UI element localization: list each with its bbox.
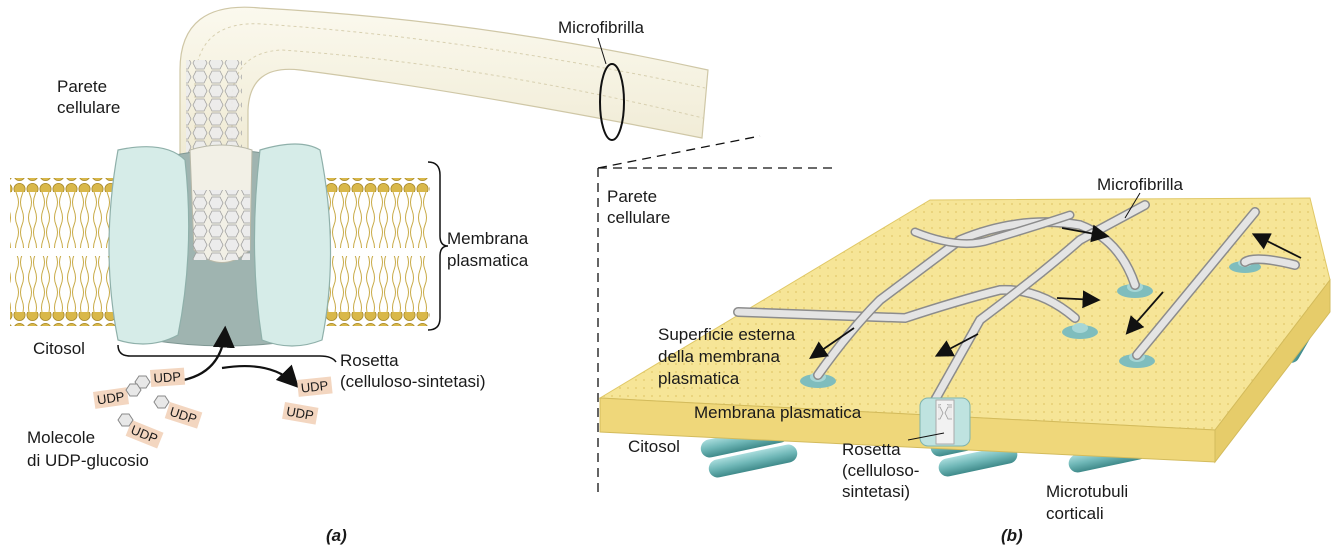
label-parete-b: Parete [607,187,657,206]
label-rosetta-a: Rosetta [340,351,399,370]
svg-text:UDP: UDP [153,369,181,386]
udp-release-arrow-icon [221,364,300,389]
label-rosetta-b: Rosetta [842,440,901,459]
label-rosetta-sub1-b: (celluloso- [842,461,919,480]
label-cellulare-b: cellulare [607,208,670,227]
glucose-hexagon-icon [117,413,134,427]
label-plasmatica-a: plasmatica [447,251,529,270]
direction-arrow-icon [809,327,855,360]
glucose-hexagon-icon [153,395,170,409]
rosette-left-subunit [108,146,190,345]
rosette-cross-section [919,397,971,447]
direction-arrow-icon [1251,233,1302,259]
udp-tag: UDP [164,402,203,429]
label-membrana-a: Membrana [447,229,529,248]
label-rosetta-sub-a: (celluloso-sintetasi) [340,372,486,391]
label-citosol-b: Citosol [628,437,680,456]
panel-b: Parete cellulare Microfibrilla Superfici… [598,175,1331,545]
microfibrils [733,200,1300,405]
panel-a: UDP UDP UDP UDP UDP UDP Microfibrilla Pa… [10,6,709,545]
udp-tag: UDP [297,376,333,397]
caption-b: (b) [1001,526,1023,545]
direction-arrow-icon [1056,290,1101,309]
direction-arrow-icon [1061,224,1110,243]
zoom-connector [597,135,761,169]
membrane-sheet-side [1214,278,1331,464]
membrane-brace [427,161,449,331]
label-microtubuli-b: Microtubuli [1046,482,1128,501]
label-udp-glucosio-a: di UDP-glucosio [27,451,149,470]
glucose-hexagon-icon [134,375,151,389]
udp-tag: UDP [125,420,164,449]
label-molecole-a: Molecole [27,428,95,447]
label-microfibrilla-b: Microfibrilla [1097,175,1184,194]
udp-tag: UDP [93,387,130,409]
label-della-membrana-b: della membrana [658,347,780,366]
svg-text:UDP: UDP [300,378,329,396]
label-membrana-plasmatica-b: Membrana plasmatica [694,403,862,422]
label-corticali-b: corticali [1046,504,1104,523]
rosette-icon [1062,323,1098,339]
caption-a: (a) [326,526,347,545]
microfibril-ring-icon [599,63,625,141]
label-citosol-a: Citosol [33,339,85,358]
udp-tag: UDP [150,367,186,387]
label-superficie-b: Superficie esterna [658,325,796,344]
label-cellulare-a: cellulare [57,98,120,117]
label-microfibrilla-a: Microfibrilla [558,18,645,37]
glucose-hexagon-icon [125,383,142,397]
udp-tag: UDP [282,402,319,425]
direction-arrow-icon [1125,291,1164,335]
direction-arrow-icon [934,333,979,357]
label-parete-a: Parete [57,77,107,96]
label-plasmatica-b: plasmatica [658,369,740,388]
microfibril-band [179,6,709,201]
rosette-brace [117,344,337,363]
rosette-right-subunit [253,143,332,347]
svg-text:UDP: UDP [96,389,125,408]
label-rosetta-sub2-b: sintetasi) [842,482,910,501]
svg-text:UDP: UDP [285,404,315,424]
